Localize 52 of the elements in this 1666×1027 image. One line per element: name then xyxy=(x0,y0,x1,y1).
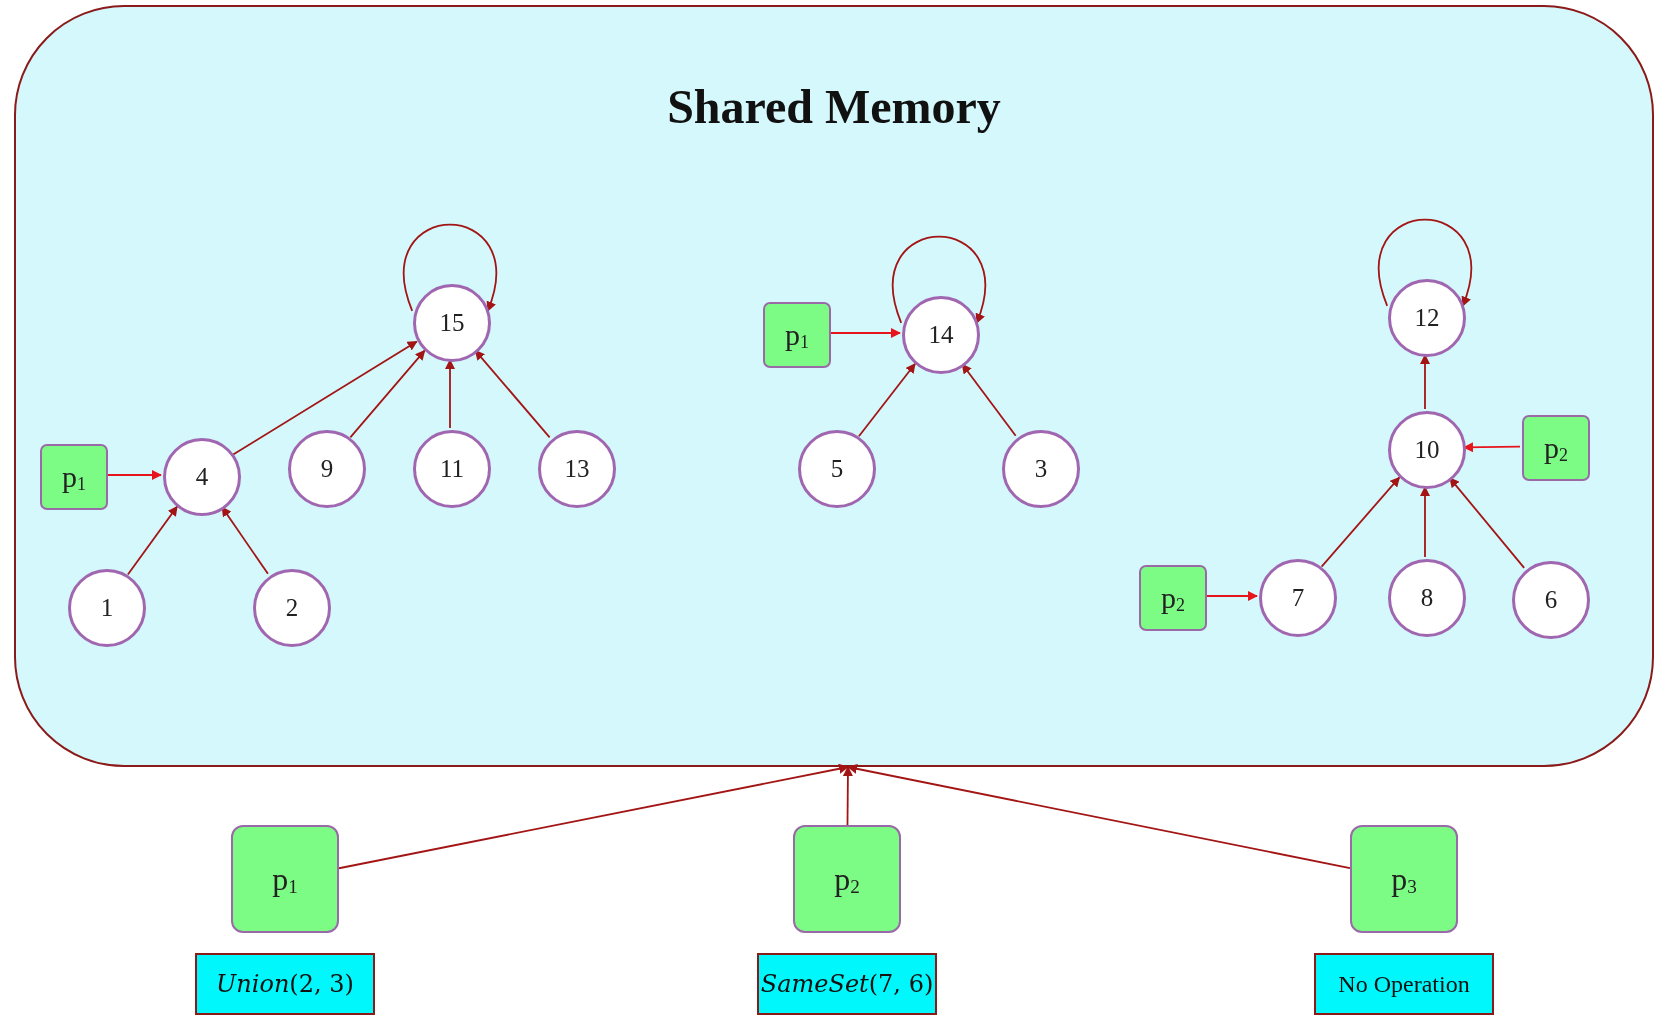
process-label: p$_{1}$ xyxy=(785,317,809,353)
node-number: 9 xyxy=(320,455,334,483)
process-box xyxy=(763,302,831,368)
arrow xyxy=(1320,476,1401,568)
process-box xyxy=(40,444,108,510)
operation-label: SameSet(7, 6) xyxy=(760,970,934,998)
node-number: 13 xyxy=(564,455,590,483)
arrow xyxy=(127,505,178,576)
node-number: 5 xyxy=(830,455,844,483)
operation-box xyxy=(757,953,937,1015)
arrow xyxy=(858,362,916,438)
arrow xyxy=(1448,477,1526,569)
operation-label: No Operation xyxy=(1338,970,1470,998)
process-box xyxy=(1350,825,1458,933)
node-number: 11 xyxy=(439,455,465,483)
process-box xyxy=(231,825,339,933)
arrow xyxy=(349,349,426,439)
node-number: 8 xyxy=(1420,584,1434,612)
arrow xyxy=(232,340,418,456)
process-label: p$_{3}$ xyxy=(1391,860,1417,898)
self-loop-arrow xyxy=(1378,218,1472,307)
arrow xyxy=(842,766,853,826)
node-number: 4 xyxy=(195,463,209,491)
node-number: 14 xyxy=(928,321,954,349)
operation-box xyxy=(1314,953,1494,1015)
process-box xyxy=(793,825,901,933)
node-number: 10 xyxy=(1414,436,1440,464)
node-number: 3 xyxy=(1034,455,1048,483)
process-label: p$_{1}$ xyxy=(272,860,298,898)
node-number: 15 xyxy=(439,309,465,337)
process-label: p$_{2}$ xyxy=(1544,430,1568,466)
process-label: p$_{2}$ xyxy=(834,860,860,898)
operation-label: Union(2, 3) xyxy=(216,970,354,998)
shared-memory-panel xyxy=(14,5,1654,767)
process-label: p$_{2}$ xyxy=(1161,580,1185,616)
self-loop-arrow xyxy=(403,223,497,312)
node-number: 1 xyxy=(100,594,114,622)
node-number: 7 xyxy=(1291,584,1305,612)
node-circle xyxy=(413,284,491,362)
panel-title: Shared Memory xyxy=(666,79,1002,134)
node-number: 12 xyxy=(1414,304,1440,332)
operation-box xyxy=(195,953,375,1015)
arrow xyxy=(474,349,551,439)
self-loop-arrow xyxy=(892,235,986,324)
process-box xyxy=(1139,565,1207,631)
node-circle xyxy=(902,296,980,374)
node-number: 2 xyxy=(285,594,299,622)
process-label: p$_{1}$ xyxy=(62,459,86,495)
arrow xyxy=(961,363,1017,437)
process-box xyxy=(1522,415,1590,481)
node-number: 6 xyxy=(1544,586,1558,614)
arrow xyxy=(221,506,269,575)
